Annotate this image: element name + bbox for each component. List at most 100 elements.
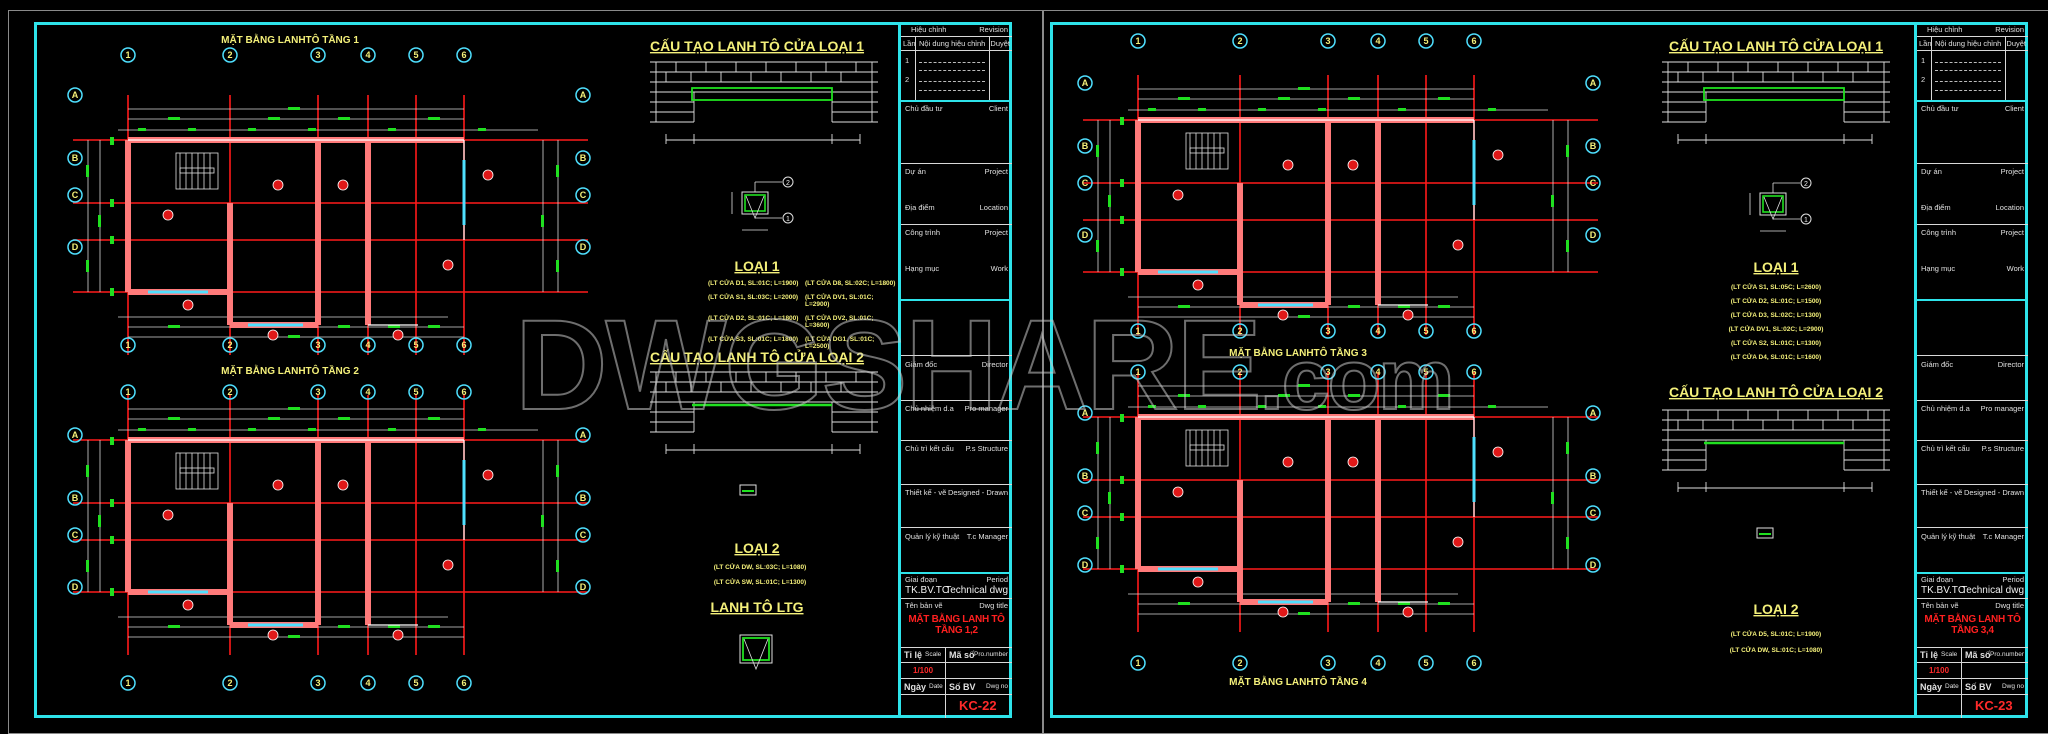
col-approved: Duyệt [990, 39, 1010, 48]
building-label-en: Project [2000, 228, 2024, 237]
project-label-en: Project [984, 167, 1008, 176]
detail-title-type2: CẤU TẠO LANH TÔ CỬA LOẠI 2 [650, 348, 864, 365]
dwgtitle-label: Tên bản vẽ [905, 601, 943, 610]
pm-label-en: Pro manager [964, 404, 1008, 413]
note: (LT CỬA D4, SL:01C; L=1600) [1730, 354, 1822, 361]
note: (LT CỬA DV2, SL:01C; L=3600) [805, 315, 874, 329]
design-label: Thiết kế - vẽ [1921, 488, 1963, 497]
note: (LT CỬA D2, SL:01C; L=1800) [708, 315, 799, 322]
dwgno-label: Số BV [1965, 682, 1992, 692]
scale-value: 1/100 [1929, 666, 1950, 675]
scale-label: Tỉ lệ [904, 650, 923, 660]
period-label-en: Period [986, 575, 1008, 584]
work-label: Hạng mục [905, 264, 940, 273]
col-content: Nội dung hiệu chỉnh [919, 39, 986, 48]
sheet-kc23 [1050, 22, 2028, 718]
note: (LT CỬA S1, SL:03C; L=2000) [708, 294, 799, 301]
loai2-notes: (LT CỬA DW, SL:03C; L=1080) (LT CỬA SW, … [700, 560, 820, 590]
pronum-label: Mã số [949, 650, 975, 660]
titleblock-kc22: Hiệu chỉnh Revision Lần Nội dung hiệu ch… [898, 22, 1012, 718]
note: (LT CỬA DW, SL:01C; L=1080) [1729, 647, 1823, 654]
work-label-en: Work [2006, 264, 2024, 273]
period-value: TK.BV.TC [1921, 585, 1966, 596]
client-label-en: Client [2004, 104, 2024, 113]
revision-label: Hiệu chỉnh [1927, 25, 1963, 34]
note: (LT CỬA S2, SL:01C; L=1300) [1730, 340, 1822, 347]
project-label-en: Project [2000, 167, 2024, 176]
design-label-en: Designed - Drawn [947, 488, 1008, 497]
note: (LT CỬA DW, SL:03C; L=1080) [713, 564, 807, 571]
rev-row-1: 1 [905, 56, 910, 65]
dwgtitle-label: Tên bản vẽ [1921, 601, 1959, 610]
director-label-en: Director [1997, 360, 2024, 369]
revision-label: Hiệu chỉnh [911, 25, 947, 34]
loai1-notes: (LT CỬA D1, SL:01C; L=1900) (LT CỬA D8, … [708, 280, 898, 350]
design-label-en: Designed - Drawn [1963, 488, 2024, 497]
ltg-title: LANH TÔ LTG [710, 598, 803, 615]
dwgno-label-en: Dwg no [2001, 683, 2024, 690]
scale-label: Tỉ lệ [1920, 650, 1939, 660]
detail-title-type1: CẤU TẠO LANH TÔ CỬA LOẠI 1 [650, 37, 864, 54]
plan-title-floor-3: MẶT BẰNG LANHTÔ TẦNG 3 [1229, 346, 1367, 359]
sheet-kc22 [34, 22, 1012, 718]
titleblock-kc23: Hiệu chỉnh Revision Lần Nội dung hiệu ch… [1914, 22, 2028, 718]
plan-title-floor-1: MẶT BẰNG LANHTÔ TẦNG 1 [221, 33, 359, 46]
revision-label-en: Revision [1995, 25, 2024, 34]
struct-label-en: P.s Structure [965, 444, 1008, 453]
director-label: Giám đốc [1921, 360, 1954, 369]
period-value-en: Technical dwg [945, 585, 1008, 596]
drawing-title: MẶT BẰNG LANH TÔ TẦNG 3,4 [1924, 614, 2021, 636]
period-value: TK.BV.TC [905, 585, 950, 596]
note: (LT CỬA DV1, SL:01C; L=2900) [805, 294, 874, 308]
date-label-en: Date [929, 683, 943, 690]
date-label-en: Date [1945, 683, 1959, 690]
note: (LT CỬA DV1, SL:02C; L=2900) [1728, 326, 1824, 333]
struct-label: Chủ trì kết cấu [1921, 444, 1970, 453]
note: (LT CỬA S1, SL:05C; L=2600) [1730, 284, 1822, 291]
work-label: Hạng mục [1921, 264, 1956, 273]
project-label: Dự án [905, 167, 926, 176]
note: (LT CỬA D5, SL:01C; L=1900) [1730, 631, 1822, 638]
col-times: Lần [1919, 39, 1932, 48]
plan-title-floor-2: MẶT BẰNG LANHTÔ TẦNG 2 [221, 364, 359, 377]
revision-label-en: Revision [979, 25, 1008, 34]
detail-title-type1-s2: CẤU TẠO LANH TÔ CỬA LOẠI 1 [1669, 37, 1883, 54]
period-value-en: Technical dwg [1961, 585, 2024, 596]
period-label: Giai đoạn [1921, 575, 1954, 584]
loai1-label-s2: LOẠI 1 [1753, 259, 1798, 275]
loai2-label: LOẠI 2 [734, 540, 779, 556]
note: (LT CỬA SW, SL:01C; L=1300) [713, 579, 807, 586]
location-label: Địa điểm [905, 203, 935, 212]
work-label-en: Work [990, 264, 1008, 273]
building-label: Công trình [1921, 228, 1957, 237]
director-label-en: Director [981, 360, 1008, 369]
location-label-en: Location [1995, 203, 2024, 212]
rev-row-1: 1 [1921, 56, 1926, 65]
pm-label: Chủ nhiệm d.a [905, 404, 954, 413]
scale-label-en: Scale [925, 651, 942, 658]
project-label: Dự án [1921, 167, 1942, 176]
note: (LT CỬA DG1, SL:01C; L=2500) [805, 336, 875, 350]
period-label: Giai đoạn [905, 575, 938, 584]
loai1-notes-s2: (LT CỬA S1, SL:05C; L=2600) (LT CỬA D2, … [1716, 281, 1836, 365]
date-label: Ngày [1920, 682, 1943, 692]
loai1-label: LOẠI 1 [734, 258, 779, 274]
period-label-en: Period [2002, 575, 2024, 584]
pronum-label-en: Pro.number [1990, 651, 2024, 658]
col-approved: Duyệt [2006, 39, 2026, 48]
plan-title-floor-4: MẶT BẰNG LANHTÔ TẦNG 4 [1229, 675, 1367, 688]
pm-label: Chủ nhiệm d.a [1921, 404, 1970, 413]
building-label: Công trình [905, 228, 941, 237]
drawing-number: KC-23 [1975, 698, 2013, 713]
director-label: Giám đốc [905, 360, 938, 369]
rev-row-2: 2 [1921, 75, 1926, 84]
date-label: Ngày [904, 682, 927, 692]
col-content: Nội dung hiệu chỉnh [1935, 39, 2002, 48]
loai2-notes-s2: (LT CỬA D5, SL:01C; L=1900) (LT CỬA DW, … [1716, 627, 1836, 659]
scale-label-en: Scale [1941, 651, 1958, 658]
loai2-label-s2: LOẠI 2 [1753, 601, 1798, 617]
tech-label: Quản lý kỹ thuật [1921, 532, 1976, 541]
plan-floor-2 [73, 395, 588, 655]
note: (LT CỬA S3, SL:01C; L=1800) [708, 336, 799, 343]
pm-label-en: Pro manager [1980, 404, 2024, 413]
